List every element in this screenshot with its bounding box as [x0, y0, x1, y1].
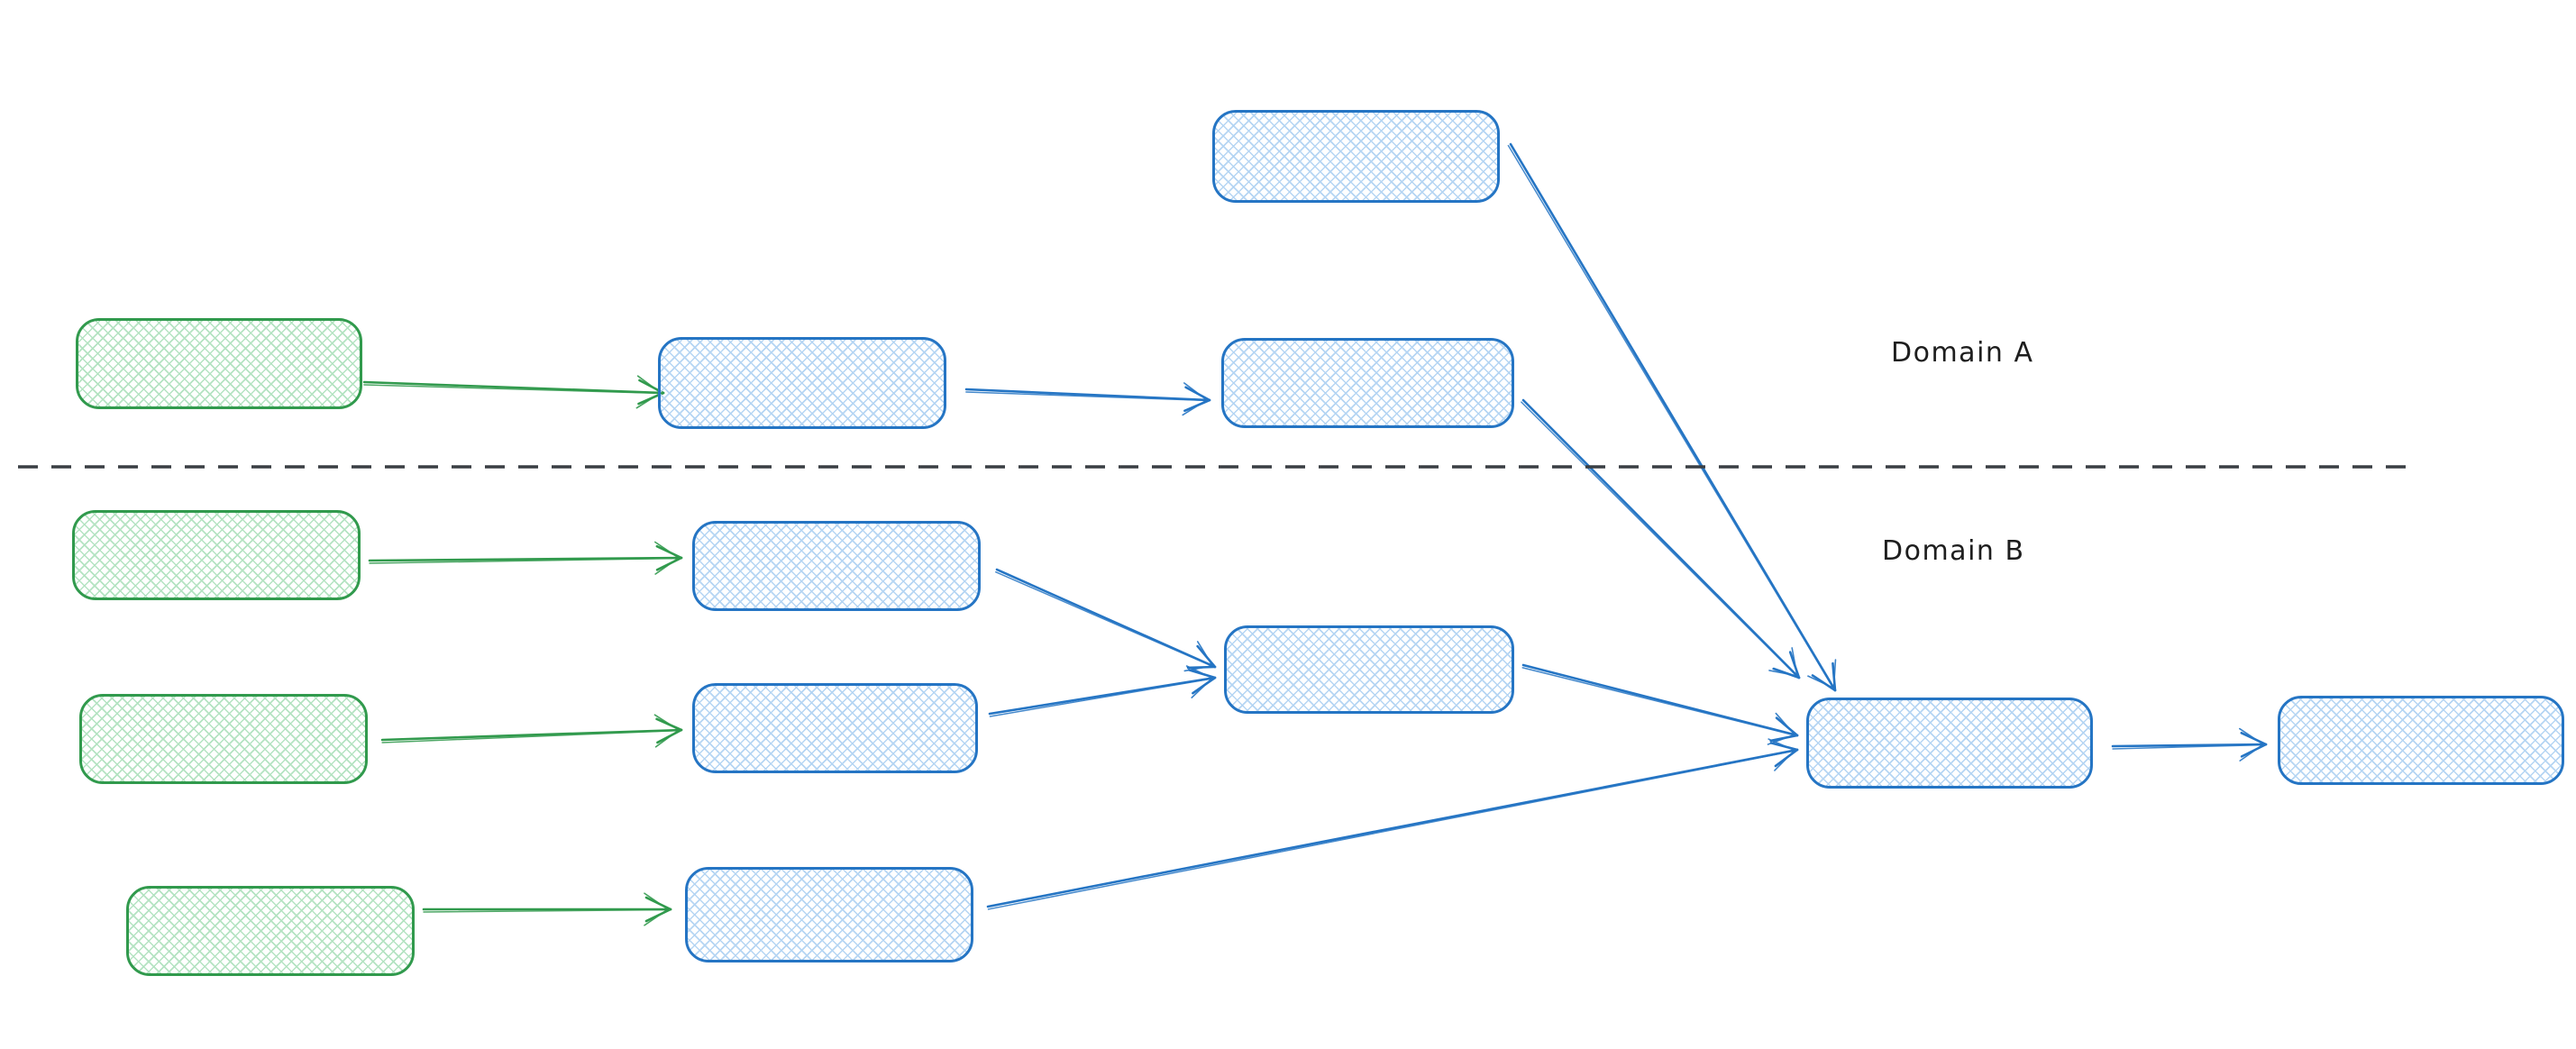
node-blue-top[interactable]	[1212, 110, 1500, 203]
node-green-source-a[interactable]	[76, 318, 362, 409]
edge-blue-b-row3-to-blue-hub[interactable]	[986, 738, 1799, 910]
edge-blue-a-mid-to-blue-a-right[interactable]	[964, 382, 1211, 416]
node-blue-b-row3[interactable]	[685, 867, 973, 962]
label-domain-b[interactable]: Domain B	[1882, 535, 2025, 567]
node-blue-b-merge[interactable]	[1224, 625, 1514, 714]
node-blue-b-row2[interactable]	[692, 683, 978, 773]
edge-blue-b-row2-to-blue-b-merge[interactable]	[988, 665, 1217, 717]
node-green-source-b2[interactable]	[79, 694, 368, 784]
edge-green-source-b1-to-blue-b-row1[interactable]	[368, 541, 683, 575]
edge-blue-top-to-blue-hub[interactable]	[1507, 142, 1837, 692]
edge-blue-b-merge-to-blue-hub[interactable]	[1521, 663, 1799, 745]
node-blue-a-mid[interactable]	[658, 337, 946, 429]
node-blue-a-right[interactable]	[1221, 338, 1514, 428]
edge-blue-hub-to-blue-final[interactable]	[2111, 727, 2268, 762]
node-blue-b-row1[interactable]	[692, 521, 981, 611]
node-green-source-b1[interactable]	[72, 510, 361, 600]
edge-green-source-b3-to-blue-b-row3[interactable]	[422, 892, 672, 926]
node-blue-final[interactable]	[2278, 696, 2564, 785]
edge-green-source-b2-to-blue-b-row2[interactable]	[380, 714, 683, 748]
node-green-source-b3[interactable]	[126, 886, 415, 976]
edge-blue-a-right-to-blue-hub[interactable]	[1521, 398, 1801, 680]
label-domain-a[interactable]: Domain A	[1891, 337, 2034, 369]
node-blue-hub[interactable]	[1806, 698, 2093, 789]
